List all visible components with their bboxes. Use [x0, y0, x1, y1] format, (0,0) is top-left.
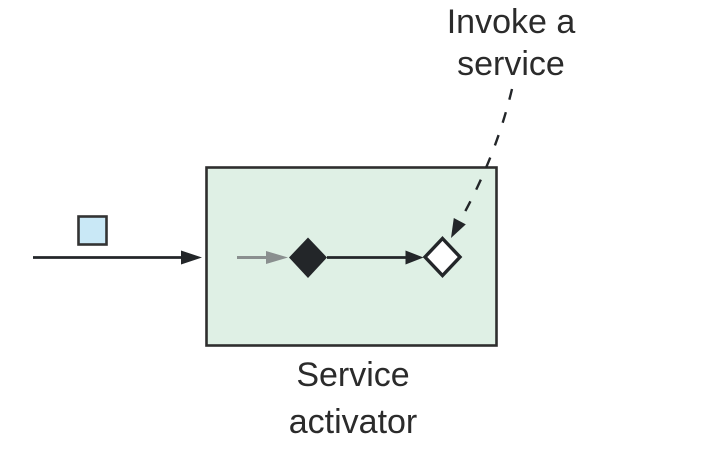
input-channel-arrowhead-icon — [181, 250, 202, 265]
internal-gray-arrowhead-icon — [266, 251, 288, 264]
request-diamond-icon — [289, 237, 327, 278]
invoke-service-arrow-dashed-line — [459, 88, 514, 220]
service-activator-label-line2: activator — [288, 403, 418, 441]
invoke-service-label-line2: service — [457, 45, 565, 83]
invoke-service-label-line1: Invoke a — [446, 3, 576, 41]
message-icon — [77, 215, 108, 246]
invoke-service-label: Invoke a service — [411, 1, 611, 85]
invoke-service-arrowhead-icon — [451, 218, 466, 238]
service-activator-label: Service activator — [223, 352, 483, 446]
internal-black-arrowhead-icon — [405, 250, 424, 265]
service-activator-label-line1: Service — [296, 356, 410, 394]
reply-diamond-icon — [422, 236, 463, 278]
